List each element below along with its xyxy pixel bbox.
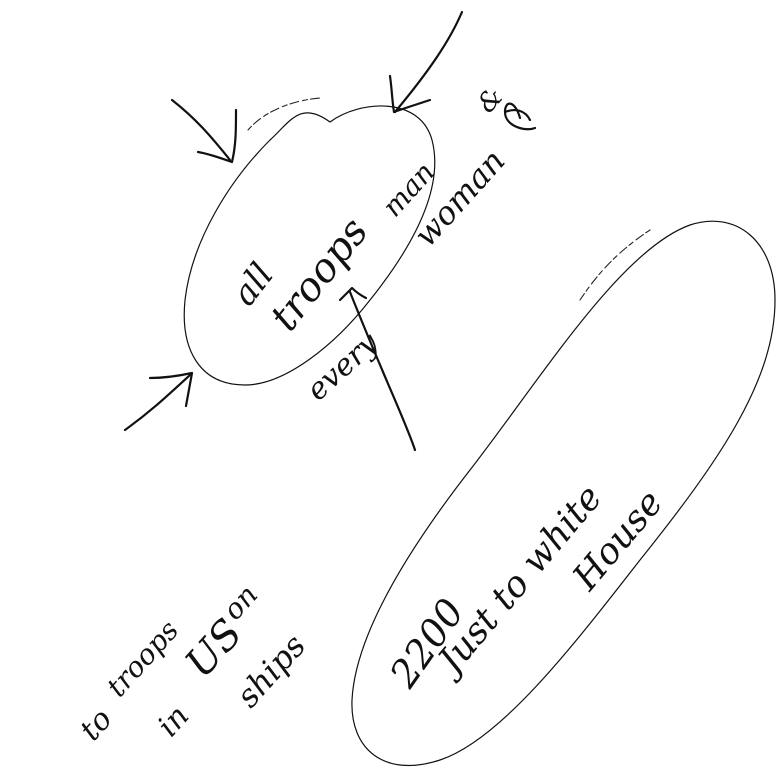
text-group-every: every: [300, 325, 386, 408]
text-group-white-house: Just to white House: [426, 478, 671, 687]
oval-2200-dash: [579, 229, 651, 301]
arrow-bottom-long: [348, 290, 417, 452]
text-troops: troops: [261, 209, 377, 339]
ampersand-mark: [503, 102, 537, 131]
text-to: to: [73, 702, 119, 748]
text-every: every: [300, 325, 386, 408]
text-troops-2: troops: [100, 614, 185, 703]
text-in: in: [151, 699, 196, 744]
arrow-bottom-long-head: [338, 286, 368, 302]
oval-all-troops: [183, 105, 436, 386]
arrow-top-left: [170, 98, 232, 162]
text-ampersand: &: [472, 82, 510, 119]
arrow-top-right: [393, 10, 464, 114]
oval-2200: [351, 220, 776, 767]
arrow-bottom-left: [123, 373, 192, 432]
text-group-troops-in-us: to troops in US on ships: [73, 578, 313, 748]
oval-all-troops-dash: [247, 97, 321, 131]
arrow-bottom-left-head: [148, 371, 194, 408]
arrow-top-right-head: [388, 74, 432, 114]
arrow-top-left-head: [196, 108, 238, 164]
